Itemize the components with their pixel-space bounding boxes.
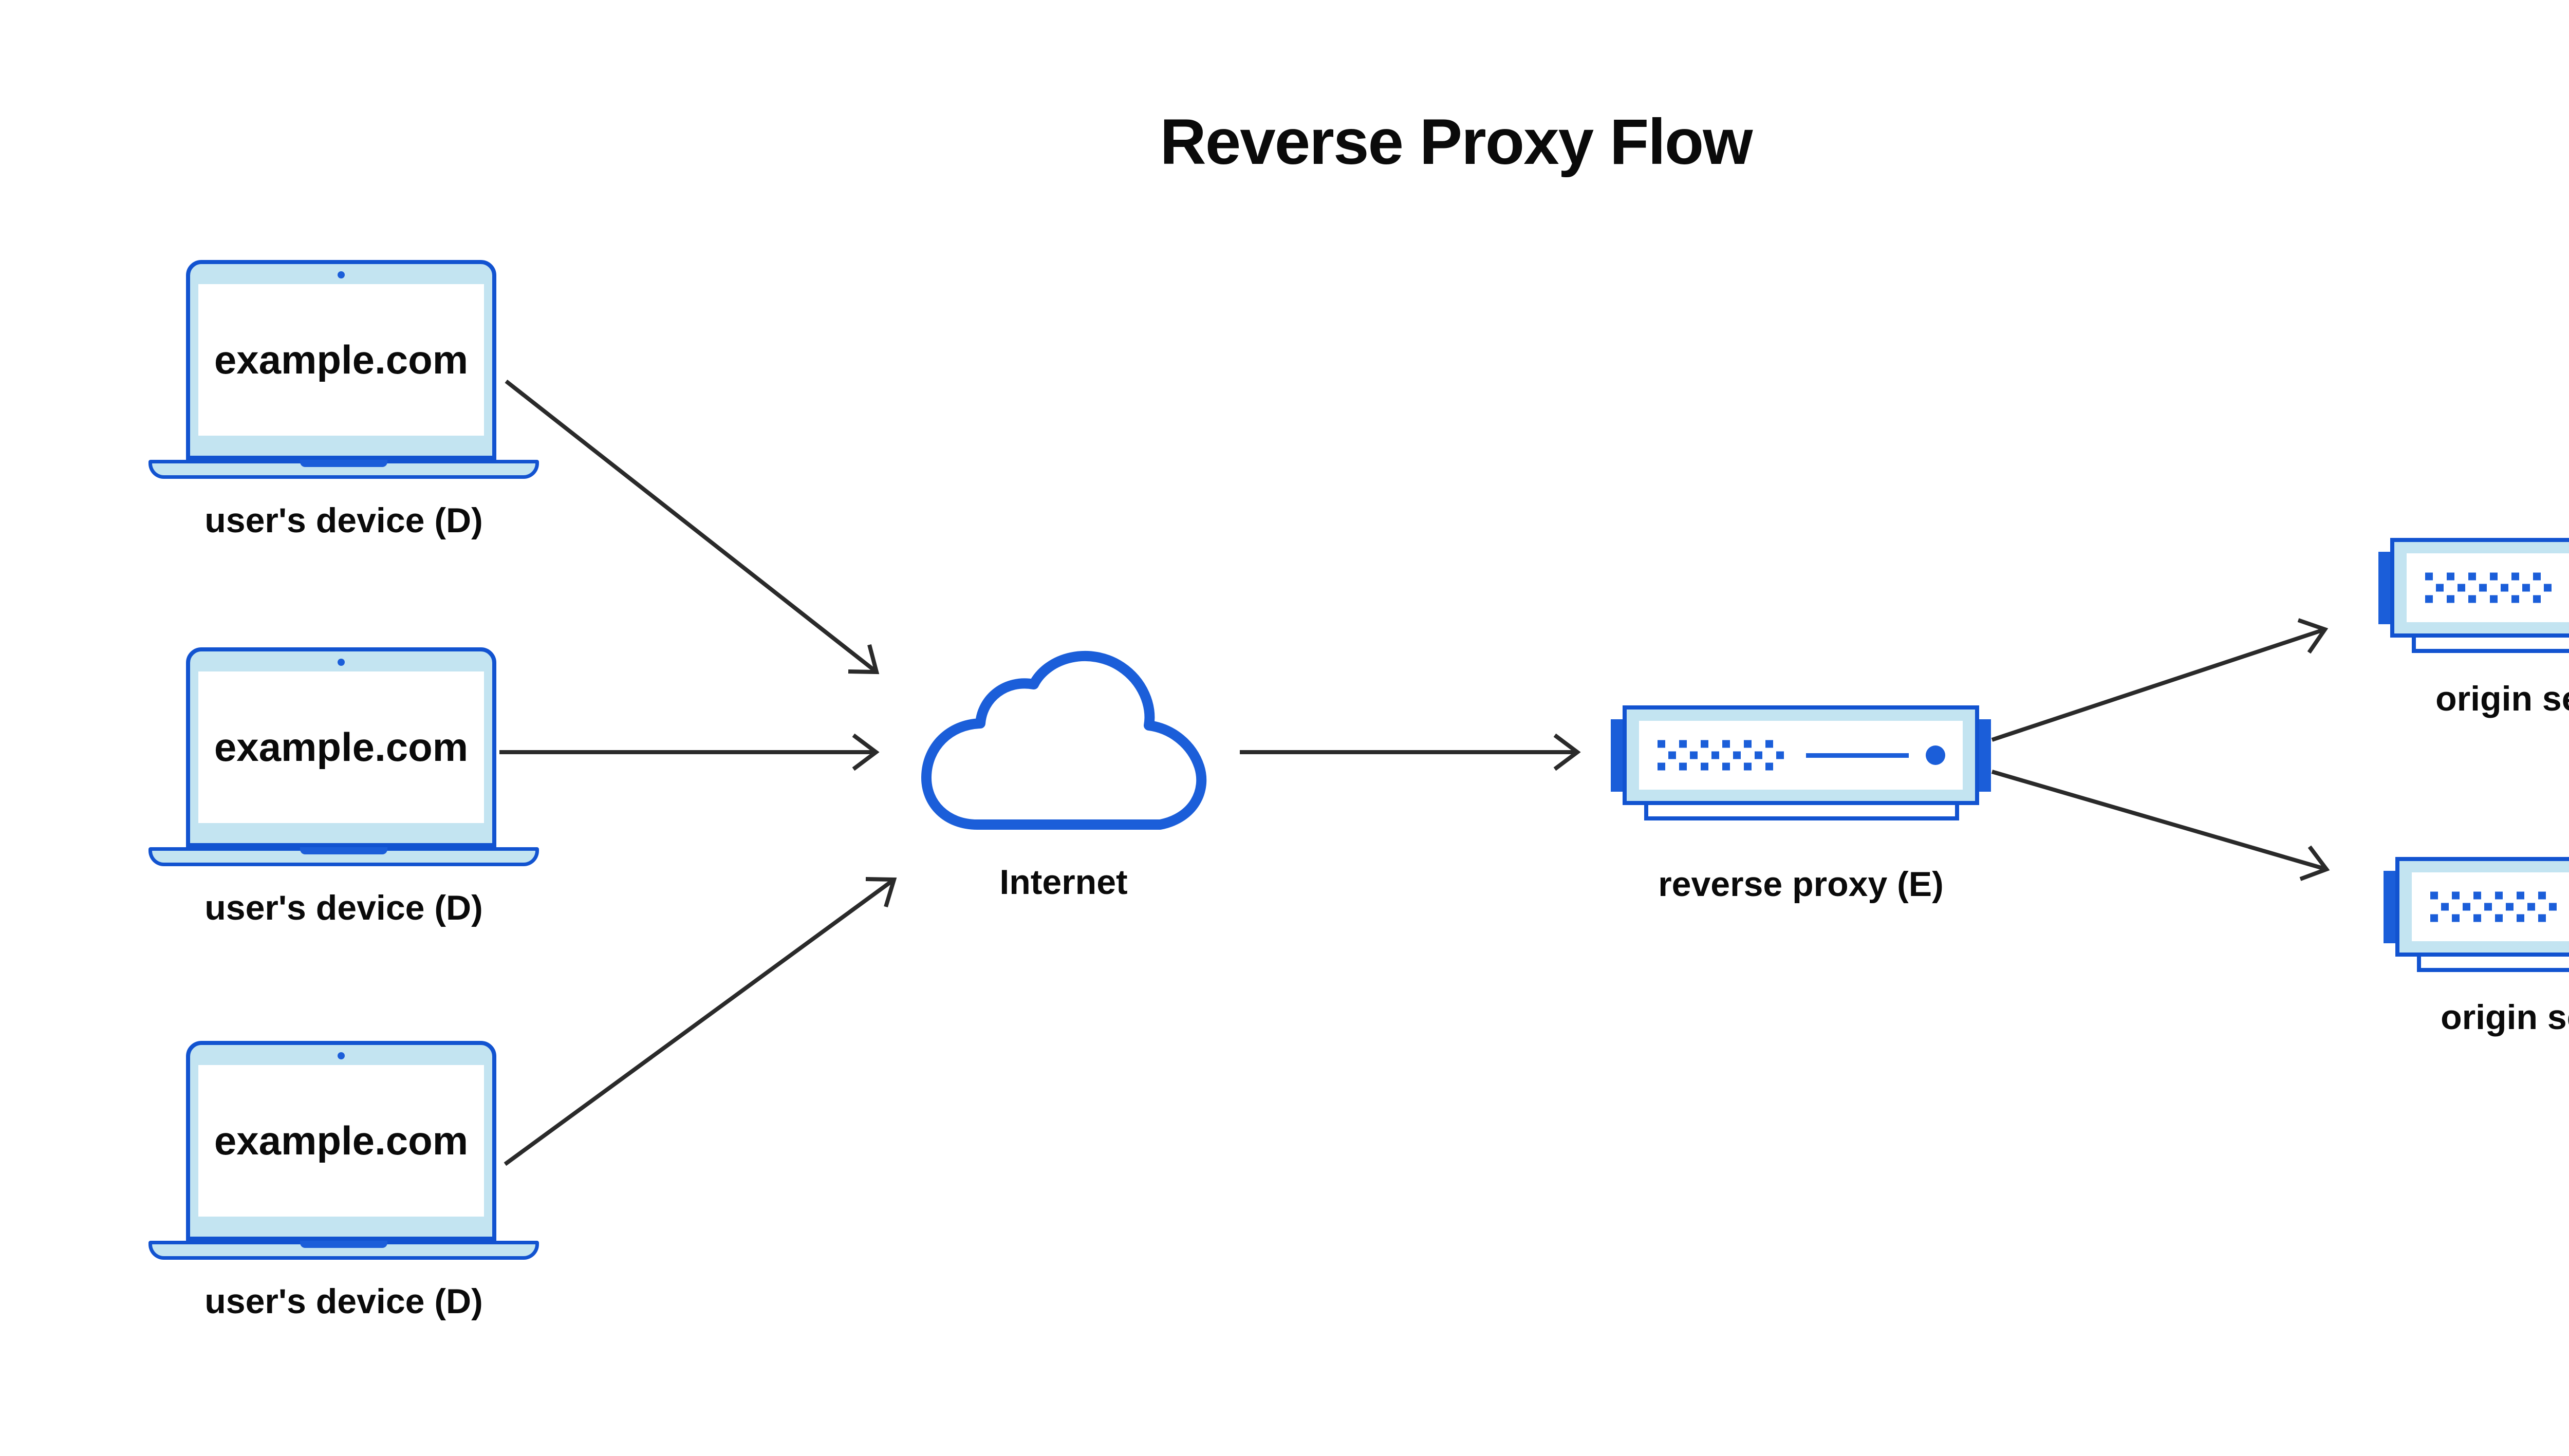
node-label: user's device (D): [204, 501, 483, 540]
internet-cloud-icon: [921, 651, 1207, 830]
laptop-lid: example.com: [186, 1041, 496, 1241]
node-label: user's device (D): [204, 888, 483, 927]
laptop-lid: example.com: [186, 647, 496, 847]
server-front-panel: [2412, 872, 2569, 941]
arrow-internet-to-proxy: [1240, 733, 1581, 771]
laptop-screen: example.com: [198, 671, 484, 823]
laptop-screen: example.com: [198, 284, 484, 436]
laptop-lid: example.com: [186, 260, 496, 460]
server-led-dot-icon: [1926, 745, 1945, 765]
reverse-proxy-node: reverse proxy (E): [1611, 705, 1991, 904]
server-slot-line-icon: [1806, 753, 1909, 758]
screen-url-label: example.com: [214, 724, 469, 770]
arrow-device2-to-internet: [499, 733, 880, 771]
node-label: user's device (D): [204, 1282, 483, 1321]
node-label-reverse-proxy: reverse proxy (E): [1658, 865, 1944, 904]
screen-url-label: example.com: [214, 1118, 469, 1163]
node-label-origin-server-2: origin server (F): [2441, 998, 2569, 1037]
screen-url-label: example.com: [214, 337, 469, 382]
laptop-camera-dot-icon: [338, 1052, 345, 1059]
node-label-origin-server-1: origin server (F): [2435, 679, 2569, 718]
laptop-base-notch: [300, 460, 387, 467]
arrow-device3-to-internet: [504, 877, 897, 1166]
server-vent-dots-icon: [2430, 891, 2557, 922]
page-title: Reverse Proxy Flow: [1160, 106, 1753, 178]
server-front-panel: [2407, 553, 2569, 622]
laptop-base-notch: [300, 847, 387, 854]
laptop-base-notch: [300, 1241, 387, 1248]
origin-server-node-1: origin server (F): [2378, 538, 2569, 723]
server-body: [2390, 538, 2569, 638]
server-body: [1623, 705, 1979, 805]
user-device-node-3: example.com user's device (D): [148, 1041, 539, 1329]
laptop-screen: example.com: [198, 1065, 484, 1217]
arrow-proxy-to-origin1: [1991, 618, 2329, 742]
arrow-device1-to-internet: [505, 379, 880, 675]
arrow-proxy-to-origin2: [1991, 770, 2330, 881]
laptop-camera-dot-icon: [338, 271, 345, 278]
server-front-panel: [1639, 721, 1963, 790]
server-body: [2395, 857, 2569, 957]
server-vent-dots-icon: [1658, 740, 1784, 771]
user-device-node-2: example.com user's device (D): [148, 647, 539, 935]
origin-server-node-2: origin server (F): [2384, 857, 2569, 1042]
server-vent-dots-icon: [2425, 572, 2552, 603]
user-device-node-1: example.com user's device (D): [148, 260, 539, 548]
node-label-internet: Internet: [999, 863, 1128, 902]
laptop-camera-dot-icon: [338, 659, 345, 666]
